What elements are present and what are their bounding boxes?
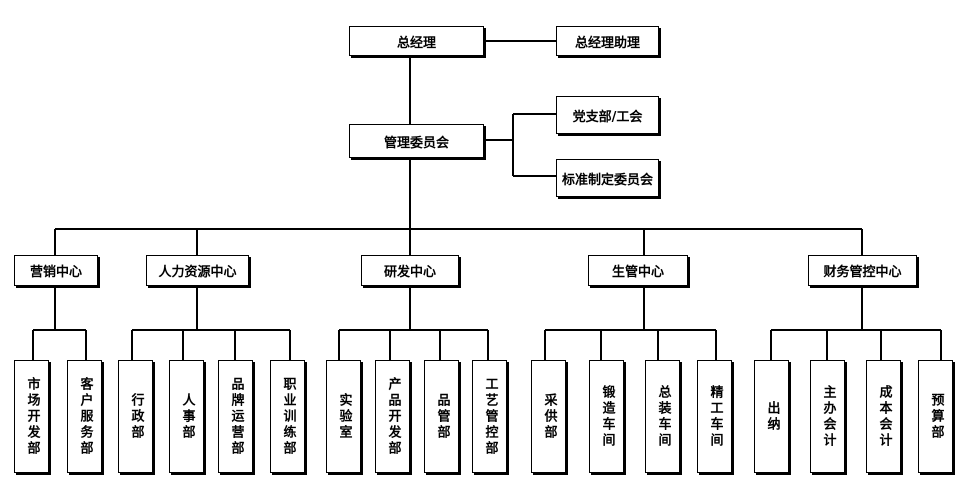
dept-box: 行政部 [118, 360, 153, 473]
dept-label: 主办会计 [820, 384, 836, 449]
dept-box: 实验室 [326, 360, 361, 473]
dept-box: 品牌运营部 [218, 360, 253, 473]
dept-label: 工艺管控部 [482, 376, 498, 457]
gm-assistant-label: 总经理助理 [574, 35, 640, 51]
center-finance-label: 财务管控中心 [823, 265, 902, 280]
gm-assistant-box: 总经理助理 [556, 26, 659, 56]
dept-label: 成本会计 [876, 384, 892, 449]
dept-label: 精工车间 [707, 384, 723, 449]
dept-box: 职业训练部 [270, 360, 305, 473]
dept-label: 品牌运营部 [228, 376, 244, 457]
dept-box: 成本会计 [866, 360, 901, 473]
dept-box: 出纳 [754, 360, 789, 473]
dept-box: 总装车间 [645, 360, 680, 473]
center-marketing: 营销中心 [14, 255, 98, 286]
dept-label: 行政部 [128, 392, 144, 441]
dept-label: 市场开发部 [24, 376, 40, 457]
dept-label: 产品开发部 [385, 376, 401, 457]
dept-box: 主办会计 [810, 360, 845, 473]
management-committee-box: 管理委员会 [349, 124, 484, 158]
dept-label: 职业训练部 [280, 376, 296, 457]
dept-label: 客户服务部 [77, 376, 93, 457]
center-production-label: 生管中心 [611, 265, 664, 280]
dept-label: 总装车间 [655, 384, 671, 449]
dept-label: 预算部 [928, 392, 944, 441]
dept-box: 采供部 [531, 360, 566, 473]
dept-label: 出纳 [764, 400, 780, 433]
center-rd: 研发中心 [361, 255, 459, 286]
dept-box: 精工车间 [697, 360, 732, 473]
center-hr-label: 人力资源中心 [158, 265, 237, 280]
center-production: 生管中心 [588, 255, 688, 286]
dept-box: 市场开发部 [14, 360, 49, 473]
center-marketing-label: 营销中心 [29, 265, 82, 280]
center-finance: 财务管控中心 [808, 255, 917, 286]
dept-label: 实验室 [336, 392, 352, 441]
dept-box: 锻造车间 [589, 360, 624, 473]
dept-label: 品管部 [434, 392, 450, 441]
center-rd-label: 研发中心 [383, 265, 436, 280]
dept-box: 产品开发部 [375, 360, 410, 473]
dept-label: 采供部 [541, 392, 557, 441]
dept-label: 锻造车间 [599, 384, 615, 449]
general-manager-box: 总经理 [349, 26, 484, 56]
dept-box: 工艺管控部 [472, 360, 507, 473]
standards-committee-label: 标准制定委员会 [561, 172, 653, 188]
dept-label: 人事部 [179, 392, 195, 441]
dept-box: 人事部 [169, 360, 204, 473]
party-union-box: 党支部/工会 [556, 96, 659, 134]
dept-box: 客户服务部 [67, 360, 102, 473]
dept-box: 品管部 [424, 360, 459, 473]
management-committee-label: 管理委员会 [383, 135, 449, 151]
general-manager-label: 总经理 [396, 35, 436, 51]
standards-committee-box: 标准制定委员会 [556, 159, 659, 197]
dept-box: 预算部 [918, 360, 953, 473]
center-hr: 人力资源中心 [146, 255, 249, 286]
party-union-label: 党支部/工会 [572, 109, 643, 125]
